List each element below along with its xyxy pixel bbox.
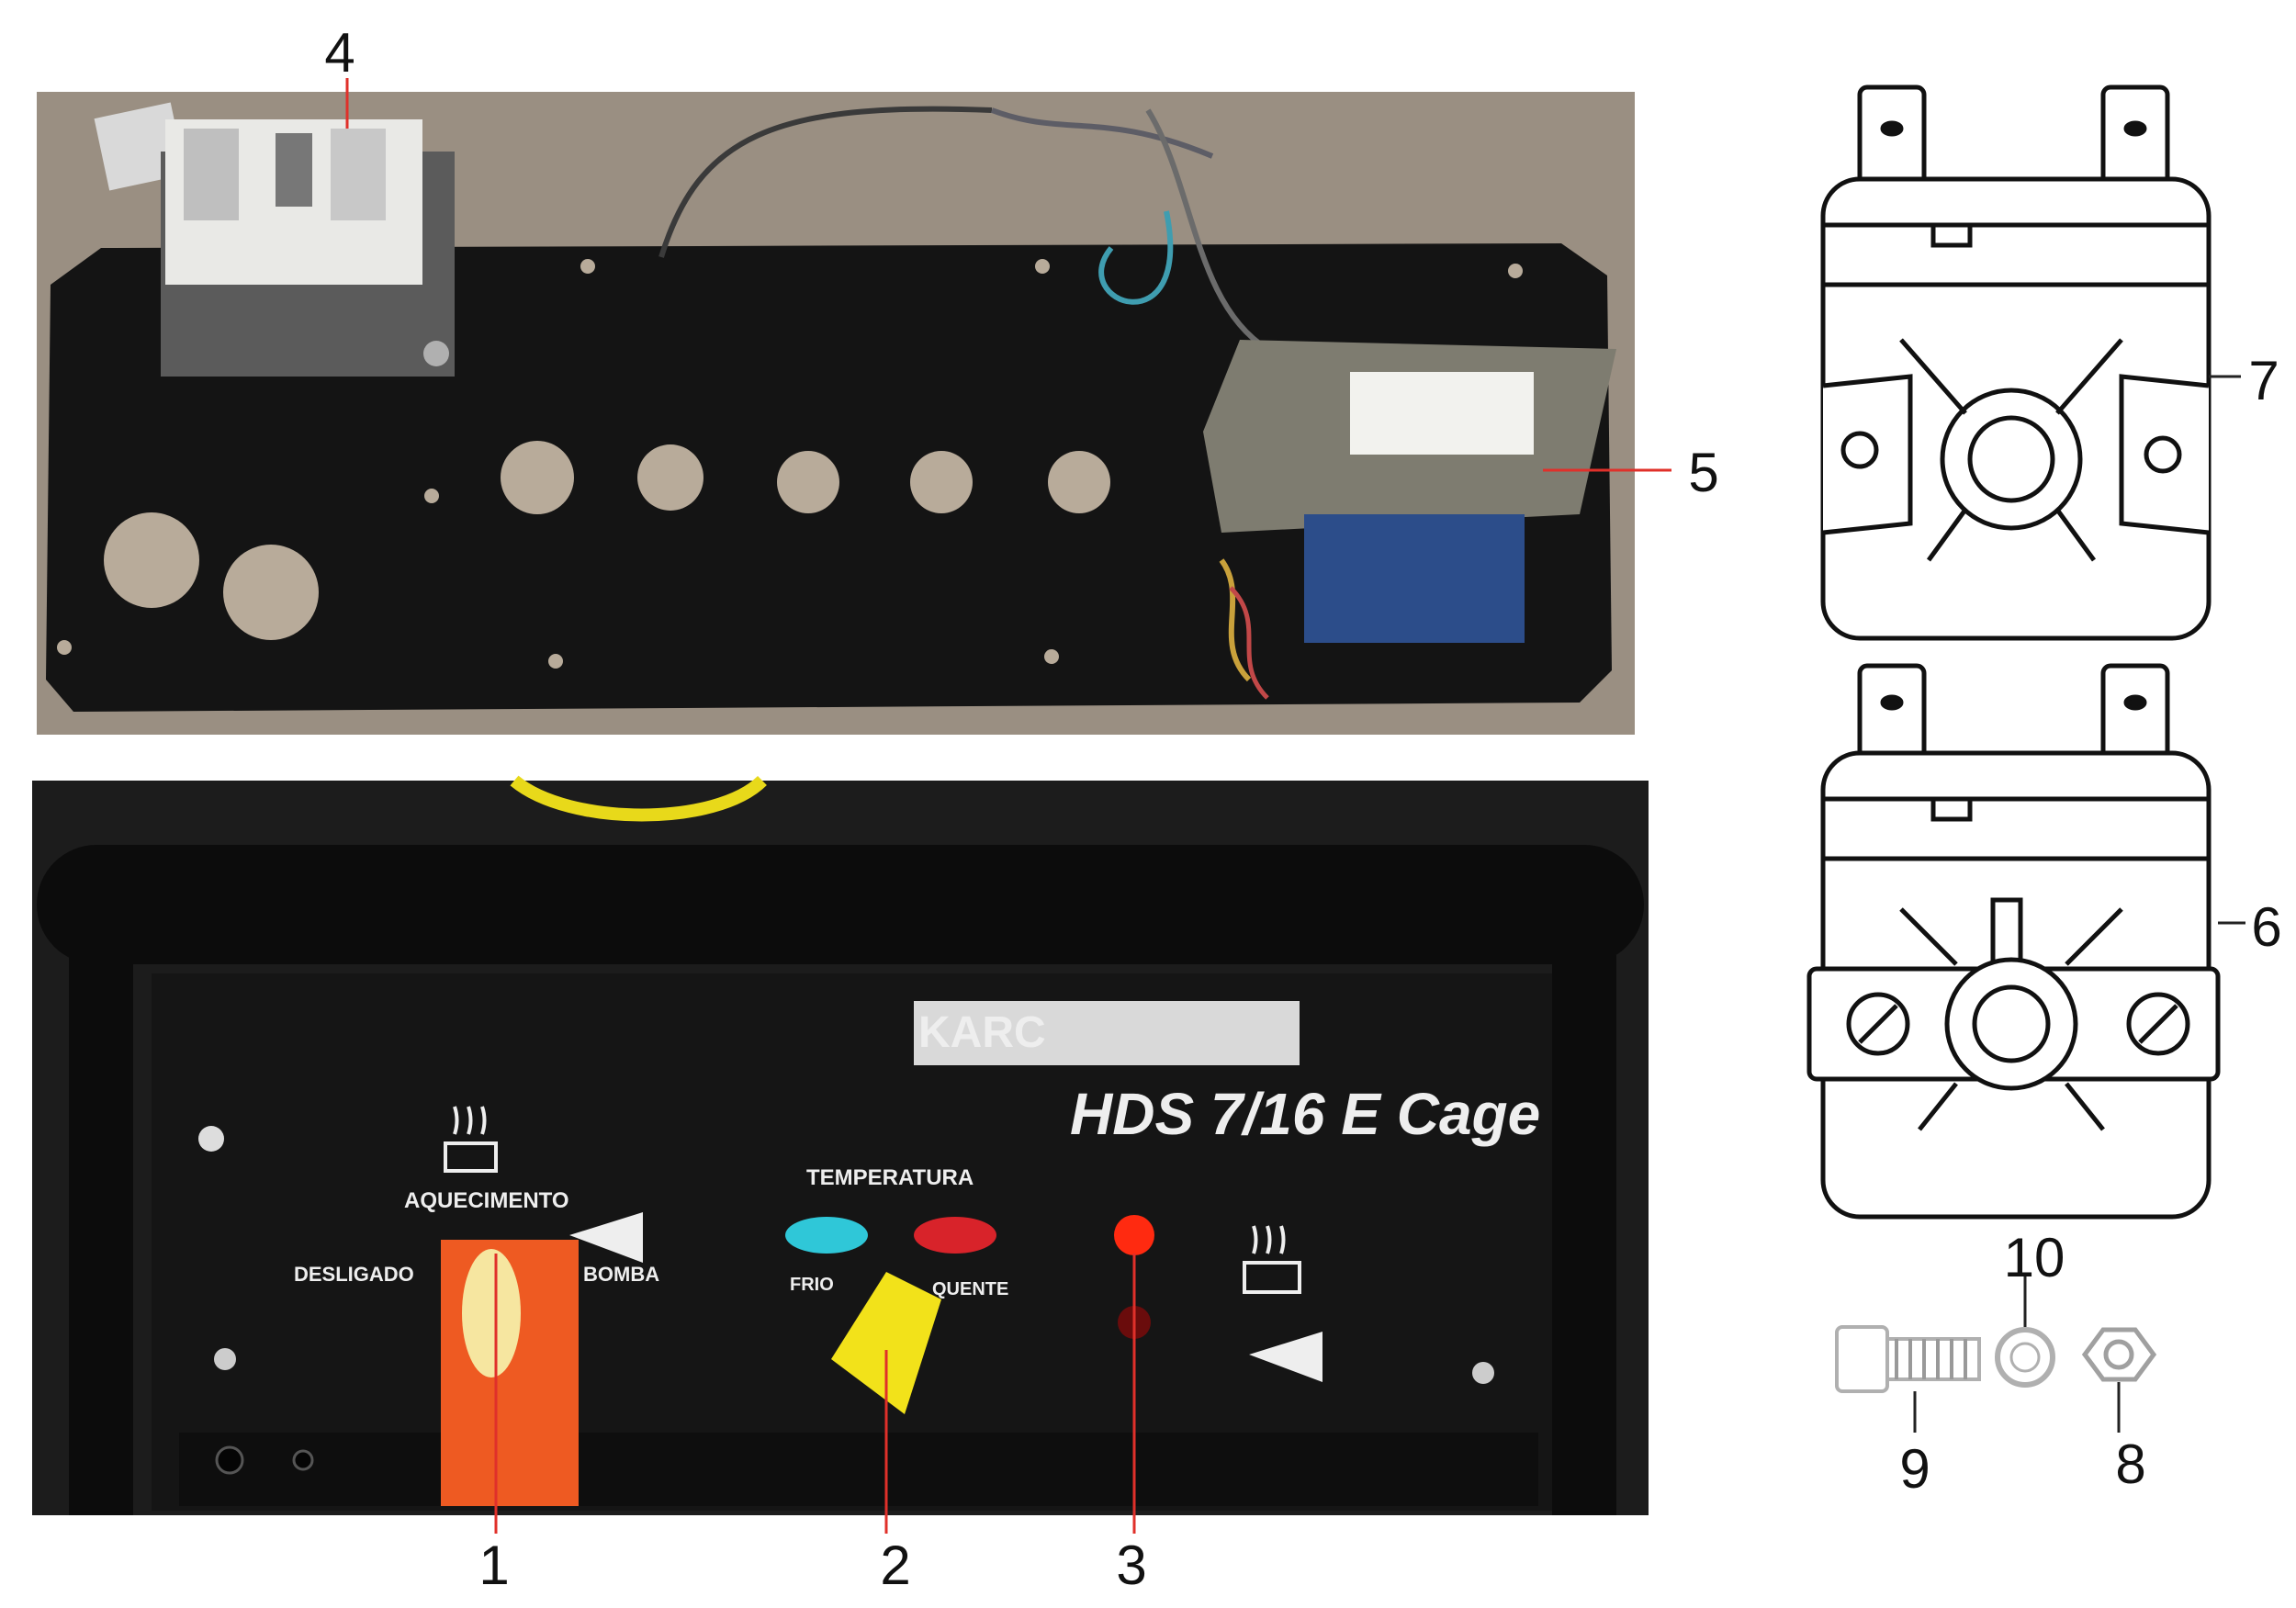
brand-strip [914, 1001, 1300, 1065]
plate-holes [57, 259, 1523, 669]
left-frame-post [69, 955, 133, 1515]
indicator-lamp-on [1114, 1215, 1154, 1255]
callout-10: 10 [2004, 1227, 2065, 1288]
control-panel-photo: KARC HDS 7/16 E Cage AQUECIMENTO DESLIGA… [32, 775, 1649, 1515]
heating-label: AQUECIMENTO [404, 1188, 569, 1213]
wires [658, 106, 1269, 352]
callout-4: 4 [324, 22, 355, 84]
heating-icon-right [1243, 1225, 1301, 1294]
callout-5: 5 [1688, 442, 1718, 503]
off-label: DESLIGADO [294, 1263, 414, 1286]
callout-7: 7 [2248, 350, 2279, 411]
handle-bar [37, 845, 1644, 964]
mounting-plate-photo [37, 92, 1635, 735]
yellow-hose [510, 775, 767, 822]
temperature-label: TEMPERATURA [806, 1165, 974, 1190]
part-8-nut [2081, 1327, 2157, 1382]
switch-knob [462, 1249, 521, 1377]
callout-1: 1 [478, 1535, 509, 1596]
part-6-drawing [1806, 663, 2221, 1220]
pump-icon-right [1249, 1332, 1322, 1382]
hot-indicator [914, 1217, 996, 1254]
hot-label: QUENTE [932, 1279, 1008, 1299]
cold-label: FRIO [790, 1275, 834, 1295]
brand-label: KARC [918, 1008, 1046, 1057]
part-9-screw [1835, 1325, 1981, 1393]
part-7-drawing [1820, 84, 2212, 641]
callout-numbers: 1 2 3 4 5 6 7 8 9 10 [324, 22, 2281, 1596]
contactor [94, 102, 455, 377]
pump-icon [569, 1212, 643, 1263]
temperature-knob [831, 1272, 941, 1414]
leader-lines [345, 78, 2245, 1534]
callout-2: 2 [880, 1535, 910, 1596]
callout-6: 6 [2251, 896, 2281, 958]
part-10-washer [1995, 1327, 2055, 1388]
callout-8: 8 [2115, 1434, 2145, 1495]
callout-3: 3 [1116, 1535, 1146, 1596]
heating-icon [444, 1106, 498, 1173]
right-frame-post [1552, 955, 1616, 1515]
callout-9: 9 [1899, 1438, 1930, 1500]
transformer [1203, 340, 1616, 700]
cold-indicator [785, 1217, 868, 1254]
model-label: HDS 7/16 E Cage [1070, 1081, 1540, 1147]
pump-label: BOMBA [583, 1263, 659, 1286]
